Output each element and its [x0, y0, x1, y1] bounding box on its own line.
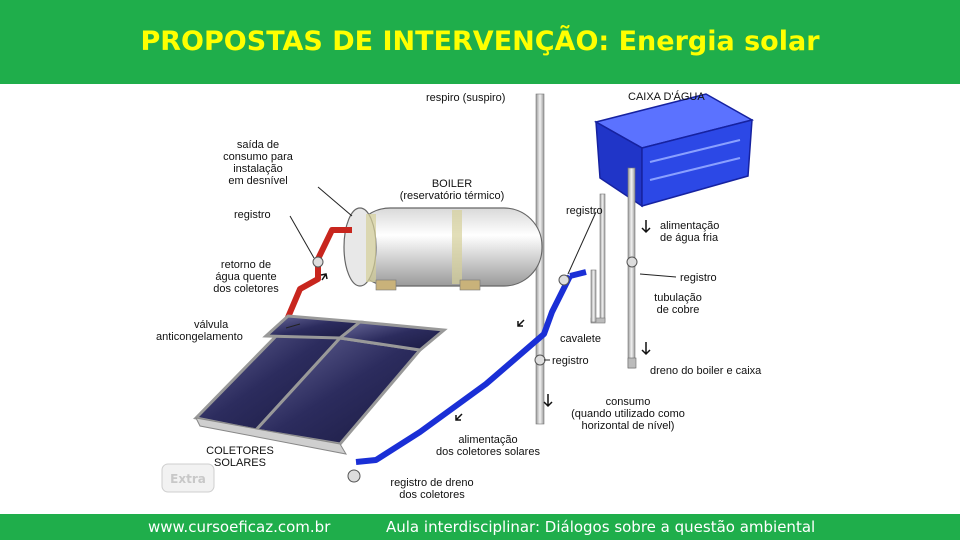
- label-respiro: respiro (suspiro): [426, 92, 505, 104]
- solar-collectors: [192, 314, 448, 455]
- label-saida-4: em desnível: [228, 175, 287, 187]
- label-retorno-1: retorno de: [221, 259, 271, 271]
- label-boiler-1: BOILER: [432, 178, 472, 190]
- footer-website: www.cursoeficaz.com.br: [148, 518, 331, 536]
- label-tubulacao-2: de cobre: [657, 304, 700, 316]
- label-saida-3: instalação: [233, 163, 283, 175]
- label-reg-dreno-1: registro de dreno: [390, 477, 473, 489]
- label-boiler-2: (reservatório térmico): [400, 190, 505, 202]
- cold-feed-pipe: [355, 274, 573, 465]
- page-title: PROPOSTAS DE INTERVENÇÃO: Energia solar: [140, 26, 820, 57]
- label-registro-top: registro: [566, 205, 603, 217]
- label-registro-right: registro: [680, 272, 717, 284]
- label-coletores-2: SOLARES: [214, 457, 266, 469]
- label-retorno-2: água quente: [215, 271, 276, 283]
- label-dreno: dreno do boiler e caixa: [650, 365, 762, 377]
- label-alim-col-1: alimentação: [458, 434, 517, 446]
- logo-text: Extra: [170, 472, 206, 486]
- water-tank: [594, 93, 754, 208]
- label-cavalete: cavalete: [560, 333, 601, 345]
- label-caixa: CAIXA D'ÁGUA: [628, 90, 705, 103]
- label-valvula-1: válvula: [194, 319, 229, 331]
- label-saida-1: saída de: [237, 139, 279, 151]
- label-consumo-2: (quando utilizado como: [571, 408, 685, 420]
- hot-return-pipe: [283, 227, 352, 328]
- footer-bar: www.cursoeficaz.com.br Aula interdiscipl…: [0, 514, 960, 540]
- label-registro-mid: registro: [552, 355, 589, 367]
- label-reg-dreno-2: dos coletores: [399, 489, 465, 501]
- registro-left-valve: [312, 256, 324, 268]
- label-consumo-3: horizontal de nível): [582, 420, 675, 432]
- header-bar: PROPOSTAS DE INTERVENÇÃO: Energia solar: [0, 0, 960, 84]
- registro-mid-valve: [534, 354, 546, 366]
- footer-course-title: Aula interdisciplinar: Diálogos sobre a …: [386, 518, 816, 536]
- label-alim-fria-2: de água fria: [660, 232, 719, 244]
- label-retorno-3: dos coletores: [213, 283, 279, 295]
- registro-top-valve: [558, 274, 570, 286]
- label-saida-2: consumo para: [223, 151, 294, 163]
- label-coletores-1: COLETORES: [206, 445, 274, 457]
- label-consumo-1: consumo: [606, 396, 651, 408]
- label-valvula-2: anticongelamento: [156, 331, 243, 343]
- publisher-logo: Extra: [161, 463, 215, 493]
- registro-right-valve: [626, 256, 638, 268]
- cold-water-pipe: [627, 167, 636, 369]
- boiler: [343, 207, 543, 291]
- label-registro-left: registro: [234, 209, 271, 221]
- label-alim-fria-1: alimentação: [660, 220, 719, 232]
- label-tubulacao-1: tubulação: [654, 292, 702, 304]
- drain-valve: [347, 469, 361, 483]
- label-alim-col-2: dos coletores solares: [436, 446, 540, 458]
- solar-heater-diagram: respiro (suspiro) CAIXA D'ÁGUA saída de …: [156, 90, 762, 501]
